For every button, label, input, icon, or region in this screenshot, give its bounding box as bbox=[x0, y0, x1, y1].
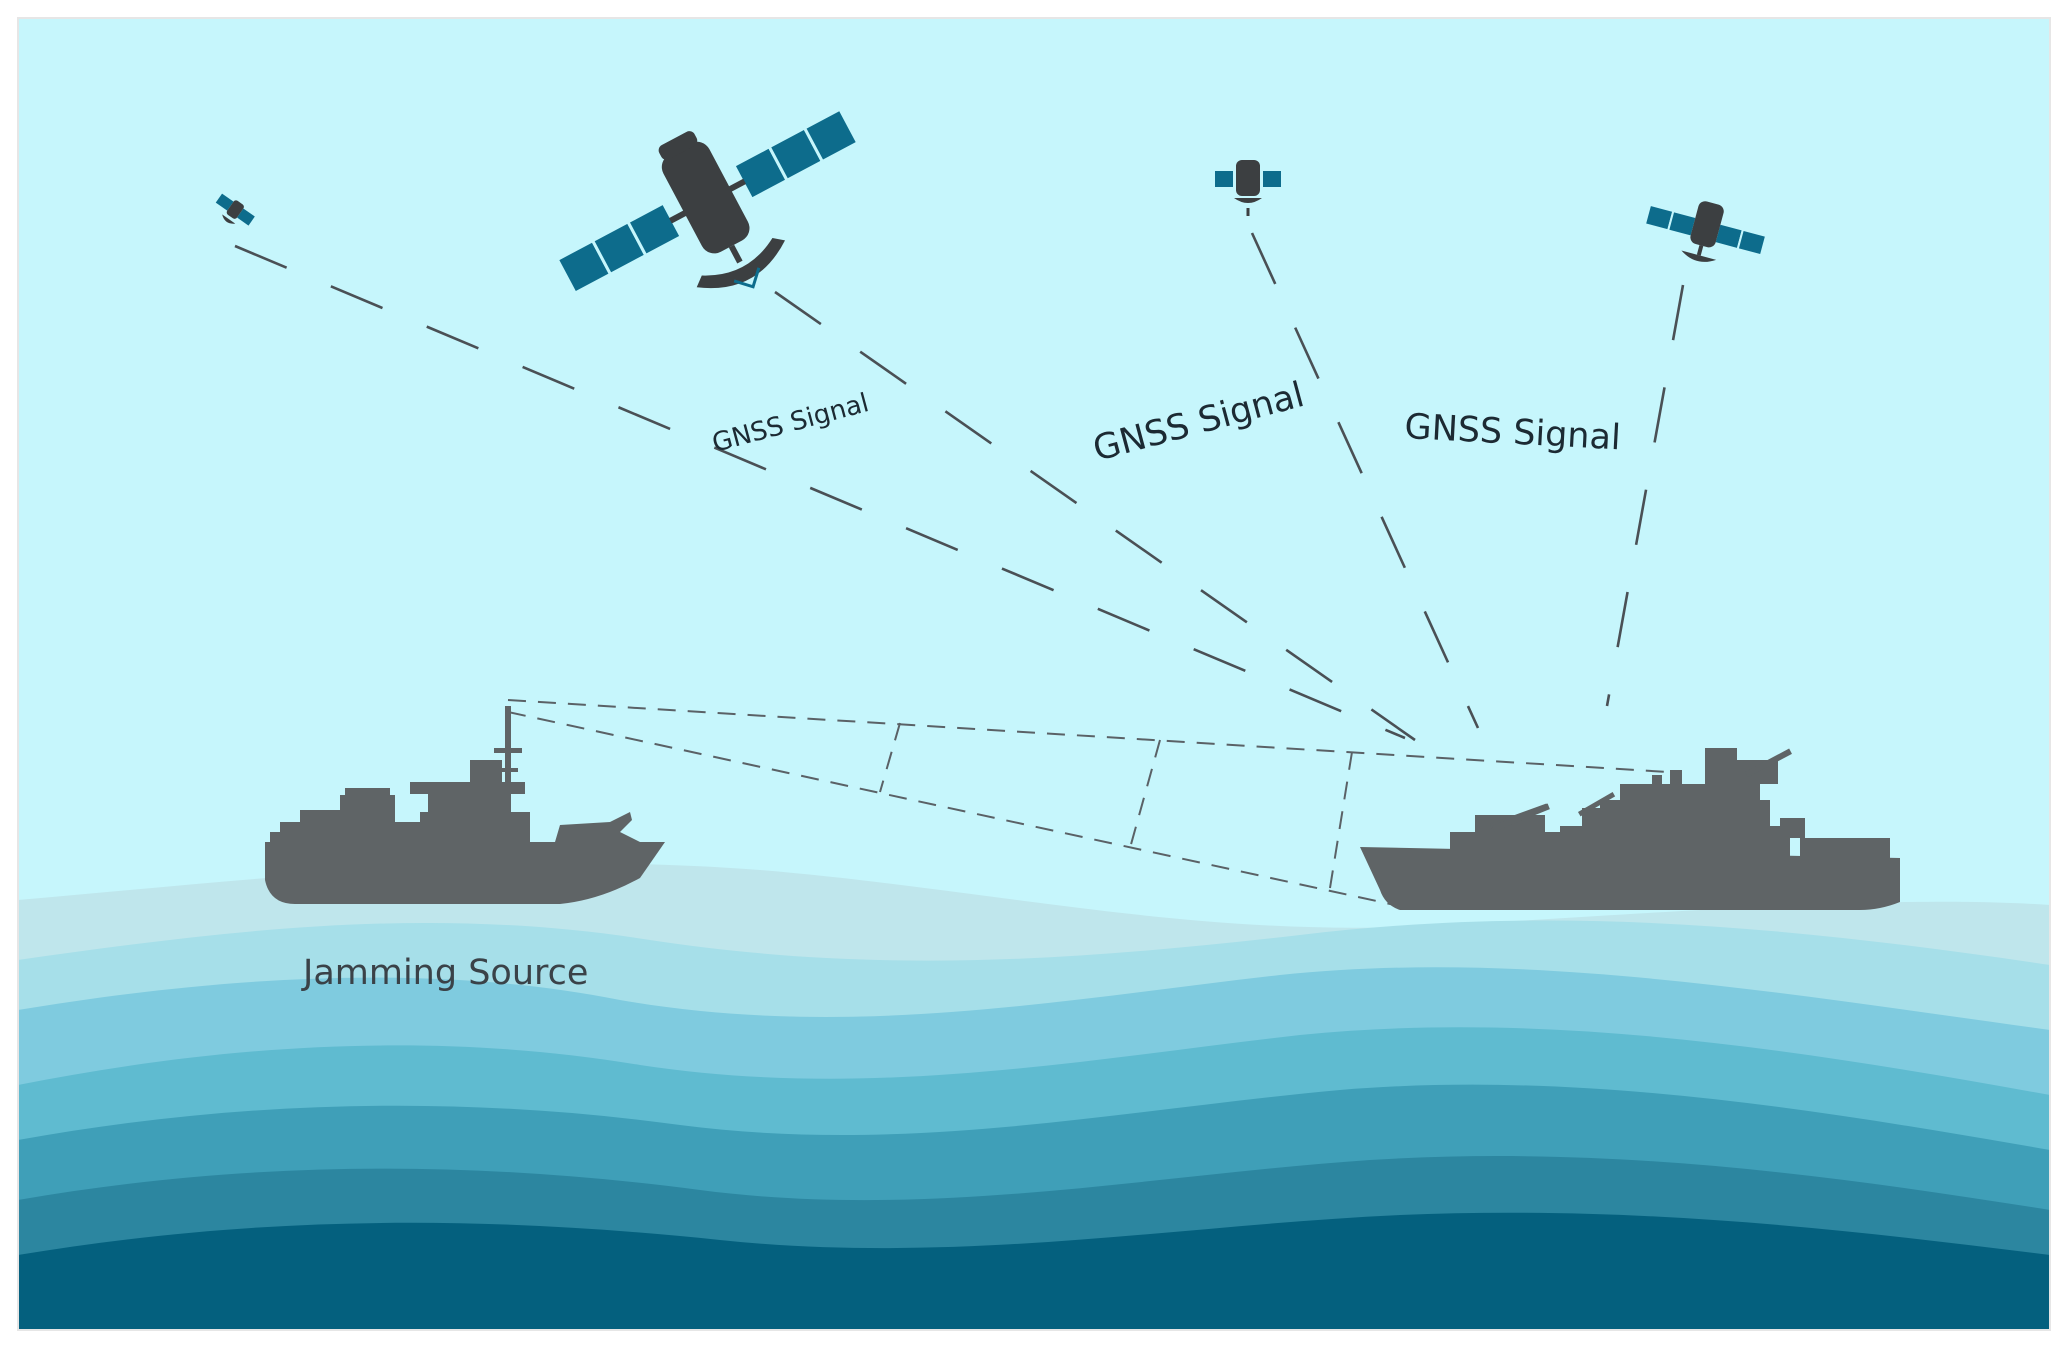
jamming-beam-upper bbox=[507, 699, 1669, 773]
jamming-ship-icon bbox=[265, 706, 665, 904]
satellite-2-icon bbox=[555, 107, 860, 296]
signal-line-sat-3 bbox=[1250, 232, 1480, 729]
gnss-signal-lines bbox=[234, 232, 1685, 742]
sea bbox=[18, 863, 2050, 1330]
jamming-wavefront-2 bbox=[1129, 739, 1161, 849]
target-ship-icon bbox=[1360, 748, 1900, 910]
signal-line-sat-2 bbox=[774, 290, 1416, 742]
jamming-source-label: Jamming Source bbox=[301, 953, 588, 993]
signal-line-sat-4 bbox=[1605, 284, 1685, 707]
jamming-wavefront-3 bbox=[1329, 751, 1353, 889]
satellite-4-icon bbox=[1643, 201, 1768, 262]
satellite-1-icon bbox=[215, 193, 255, 226]
wave-layer-7 bbox=[18, 1212, 2050, 1330]
satellite-3-icon bbox=[1213, 160, 1283, 216]
jamming-wavefront-1 bbox=[879, 722, 901, 793]
jamming-beam-lower bbox=[507, 711, 1396, 906]
jamming-beam bbox=[507, 699, 1669, 906]
image-frame bbox=[17, 17, 2051, 1331]
signal-line-sat-1 bbox=[234, 244, 1406, 740]
